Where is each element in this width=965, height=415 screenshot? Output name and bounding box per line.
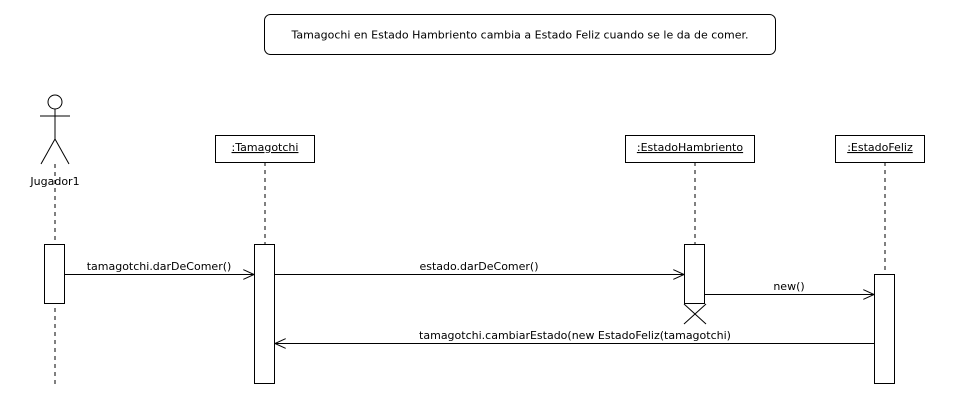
diagram-note: Tamagochi en Estado Hambriento cambia a … [264, 14, 776, 55]
message-label: tamagotchi.cambiarEstado(new EstadoFeliz… [419, 329, 731, 342]
actor-activation-bar [44, 244, 65, 304]
activation-bar [684, 244, 705, 304]
lifeline-label: :Tamagotchi [232, 141, 299, 154]
message-new: new() [705, 280, 874, 295]
note-text: Tamagochi en Estado Hambriento cambia a … [291, 29, 749, 42]
activation-bar [874, 274, 895, 384]
actor-jugador1: Jugador1 [24, 94, 84, 385]
message-label: tamagotchi.darDeComer() [87, 260, 232, 273]
message-label: estado.darDeComer() [419, 260, 538, 273]
lifeline-label: :EstadoFeliz [847, 141, 913, 154]
message-dar-de-comer: tamagotchi.darDeComer() [65, 260, 254, 275]
message-estado-dar-de-comer: estado.darDeComer() [275, 260, 684, 275]
lifeline-label: :EstadoHambriento [637, 141, 743, 154]
message-label: new() [773, 280, 804, 293]
actor-stick-figure-icon [40, 94, 70, 165]
destroy-x-icon [683, 303, 707, 325]
lifeline-estado-hambriento: :EstadoHambriento [625, 135, 755, 325]
lifeline-estado-feliz: :EstadoFeliz [835, 135, 925, 384]
lifeline-tamagotchi: :Tamagotchi [215, 135, 315, 385]
lifeline-head-box [835, 135, 925, 163]
activation-bar [254, 244, 275, 384]
message-cambiar-estado: tamagotchi.cambiarEstado(new EstadoFeliz… [275, 329, 874, 344]
actor-label-background [24, 174, 84, 189]
lifeline-head-box [625, 135, 755, 163]
